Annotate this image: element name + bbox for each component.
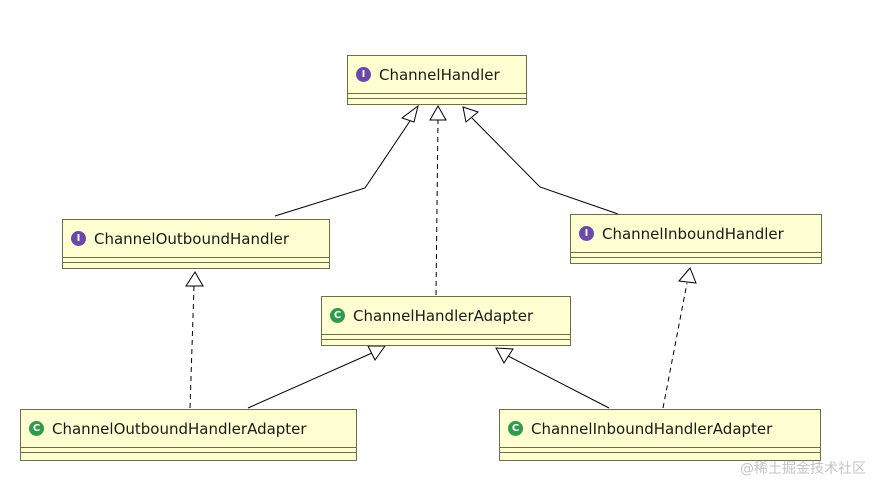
edge-adapter-to-handler [435,119,439,296]
arrowhead-inbound-adapter-to-adapter [495,347,514,364]
node-label: ChannelInboundHandler [602,224,784,243]
node-label: ChannelHandler [379,65,500,84]
arrowhead-outbound-to-handler [400,104,419,123]
class-icon: C [330,308,345,323]
uml-node-channel-outbound-handler[interactable]: I ChannelOutboundHandler [62,219,330,269]
watermark: @稀土掘金技术社区 [740,461,866,477]
edge-inbound-to-handler [471,117,619,215]
edge-inbound-adapter-to-inbound [662,282,688,409]
edge-outbound-to-handler [274,117,413,217]
arrowhead-adapter-to-handler [429,104,447,121]
edge-outbound-adapter-to-outbound [189,285,195,409]
arrowhead-inbound-adapter-to-inbound [678,267,697,284]
edge-inbound-adapter-to-adapter [507,355,610,409]
class-icon: C [508,421,523,436]
uml-node-channel-handler-adapter[interactable]: C ChannelHandlerAdapter [321,296,571,346]
uml-node-channel-inbound-handler-adapter[interactable]: C ChannelInboundHandlerAdapter [499,409,821,461]
edge-outbound-adapter-to-adapter [247,352,373,409]
uml-node-channel-inbound-handler[interactable]: I ChannelInboundHandler [570,214,822,264]
node-label: ChannelHandlerAdapter [353,306,534,325]
interface-icon: I [356,67,371,82]
arrowhead-inbound-to-handler [462,106,480,123]
uml-node-channel-outbound-handler-adapter[interactable]: C ChannelOutboundHandlerAdapter [20,409,357,461]
class-icon: C [29,421,44,436]
uml-node-channel-handler[interactable]: I ChannelHandler [347,55,527,105]
arrowhead-outbound-adapter-to-adapter [367,345,386,361]
interface-icon: I [71,231,86,246]
arrowhead-outbound-adapter-to-outbound [185,271,204,287]
interface-icon: I [579,226,594,241]
node-label: ChannelInboundHandlerAdapter [531,419,773,438]
node-label: ChannelOutboundHandlerAdapter [52,419,307,438]
node-label: ChannelOutboundHandler [94,229,290,248]
